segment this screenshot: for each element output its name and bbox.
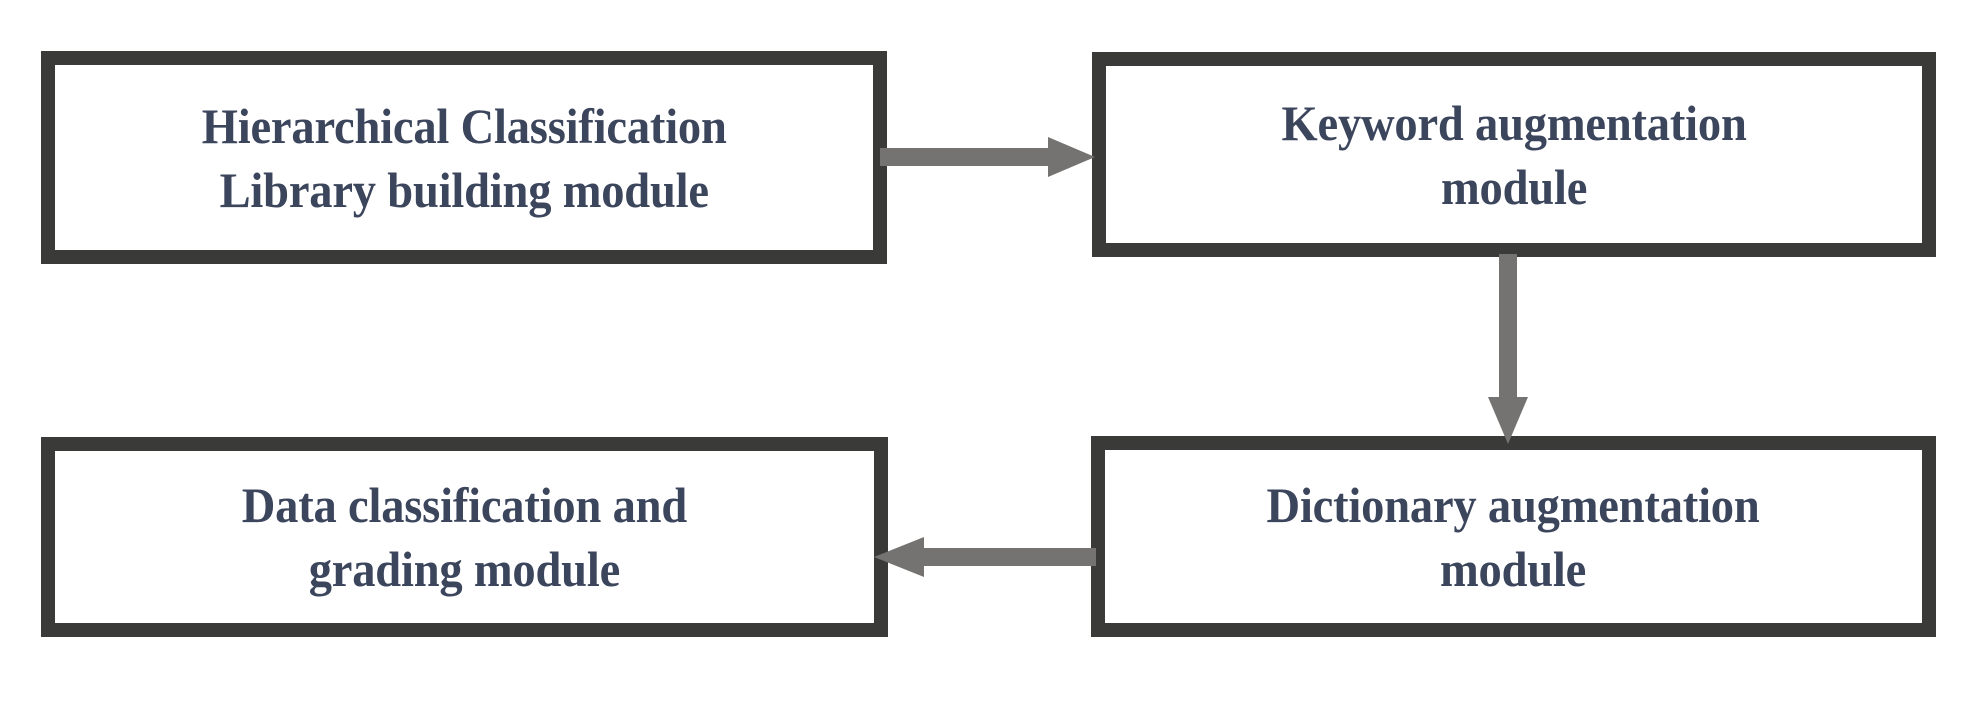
arrow-right-icon-hierarchical-to-keyword [880, 137, 1095, 177]
arrow-head [1048, 137, 1095, 177]
node-hierarchical-classification-library-building-module[interactable]: Hierarchical Classification Library buil… [41, 51, 887, 264]
arrow-head [874, 537, 924, 577]
arrow-shaft [924, 548, 1096, 566]
node-label: Dictionary augmentation module [1267, 476, 1760, 597]
arrow-down-icon-keyword-to-dictionary [1488, 254, 1528, 444]
arrow-shaft [1499, 254, 1517, 401]
node-keyword-augmentation-module[interactable]: Keyword augmentation module [1092, 52, 1936, 257]
arrow-shaft [880, 148, 1052, 166]
node-label: Hierarchical Classification Library buil… [201, 97, 727, 218]
node-label: Data classification and grading module [241, 477, 688, 597]
node-data-classification-and-grading-module[interactable]: Data classification and grading module [41, 437, 888, 637]
node-label: Keyword augmentation module [1281, 94, 1747, 215]
arrow-head [1488, 397, 1528, 444]
arrow-left-icon-dictionary-to-data [874, 537, 1096, 577]
node-dictionary-augmentation-module[interactable]: Dictionary augmentation module [1091, 436, 1936, 637]
